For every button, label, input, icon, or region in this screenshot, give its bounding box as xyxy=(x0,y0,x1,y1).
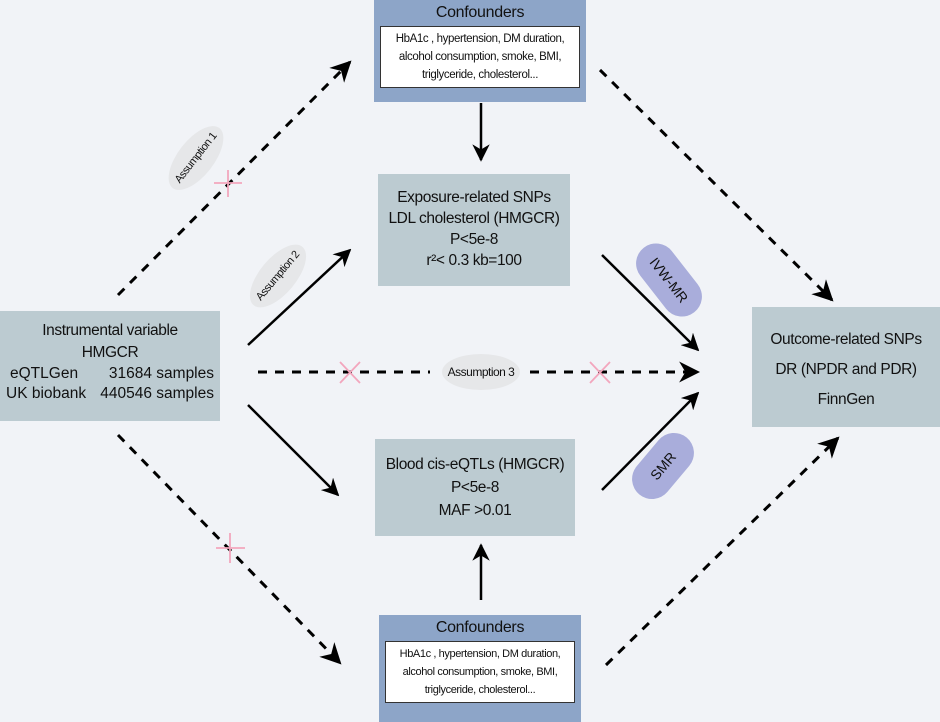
exposure-snps-box: Exposure-related SNPs LDL cholesterol (H… xyxy=(378,174,570,286)
confounders-bottom-line: alcohol consumption, smoke, BMI, xyxy=(402,666,558,678)
confounders-bottom-list: HbA1c , hypertension, DM duration, alcoh… xyxy=(385,641,575,703)
eqtl-title: Blood cis-eQTLs (HMGCR) xyxy=(385,456,565,473)
exposure-trait: LDL cholesterol (HMGCR) xyxy=(388,210,560,227)
confounders-bottom-title: Confounders xyxy=(435,619,525,636)
violation-cross-icon xyxy=(589,361,611,384)
confounders-bottom-box: Confounders HbA1c , hypertension, DM dur… xyxy=(379,615,581,722)
exposure-title: Exposure-related SNPs xyxy=(397,189,551,206)
confounders-top-line: HbA1c , hypertension, DM duration, xyxy=(395,33,565,45)
exposure-pvalue: P<5e-8 xyxy=(449,231,498,248)
instrument-samples: 440546 samples xyxy=(100,385,214,402)
confounders-bottom-line: HbA1c , hypertension, DM duration, xyxy=(399,648,561,660)
violation-cross-icon xyxy=(216,533,245,563)
instrument-samples: 31684 samples xyxy=(108,365,214,382)
confounders-bottom-line: triglyceride, cholesterol... xyxy=(424,684,536,696)
confounders-top-list: HbA1c , hypertension, DM duration, alcoh… xyxy=(380,26,580,88)
instrument-row: eQTLGen 31684 samples xyxy=(0,364,220,384)
assumption-3-label: Assumption 3 xyxy=(442,354,520,390)
dashed-confounders-bottom-to-outcome xyxy=(604,436,840,667)
eqtl-maf: MAF >0.01 xyxy=(438,502,512,519)
confounders-top-title: Confounders xyxy=(435,4,525,21)
instrument-row: UK biobank 440546 samples xyxy=(0,384,220,404)
violation-cross-icon xyxy=(339,361,361,384)
eqtl-pvalue: P<5e-8 xyxy=(450,479,499,496)
confounders-top-box: Confounders HbA1c , hypertension, DM dur… xyxy=(374,0,586,102)
dashed-instrument-to-confounders-top xyxy=(116,60,352,297)
arrow-exposure-to-outcome xyxy=(601,254,700,352)
outcome-trait: DR (NPDR and PDR) xyxy=(775,361,917,378)
blood-eqtl-box: Blood cis-eQTLs (HMGCR) P<5e-8 MAF >0.01 xyxy=(375,439,575,536)
dashed-instrument-to-confounders-bottom xyxy=(116,433,342,665)
instrument-gene: HMGCR xyxy=(81,344,139,361)
confounders-top-line: triglyceride, cholesterol... xyxy=(422,69,538,81)
arrow-instrument-to-exposure xyxy=(247,248,352,346)
exposure-clumping: r²< 0.3 kb=100 xyxy=(426,252,522,269)
instrument-source: eQTLGen xyxy=(10,365,79,382)
dashed-confounders-top-to-outcome xyxy=(598,68,834,302)
confounders-top-line: alcohol consumption, smoke, BMI, xyxy=(398,51,562,63)
instrumental-variable-box: Instrumental variable HMGCR eQTLGen 3168… xyxy=(0,311,220,421)
outcome-source: FinnGen xyxy=(817,391,875,408)
arrow-eqtl-to-outcome xyxy=(601,391,700,491)
instrument-title: Instrumental variable xyxy=(42,322,178,339)
instrument-source: UK biobank xyxy=(6,385,87,402)
arrow-instrument-to-eqtl xyxy=(247,404,340,497)
violation-cross-icon xyxy=(214,170,242,197)
outcome-title: Outcome-related SNPs xyxy=(770,331,922,348)
outcome-snps-box: Outcome-related SNPs DR (NPDR and PDR) F… xyxy=(752,307,940,427)
